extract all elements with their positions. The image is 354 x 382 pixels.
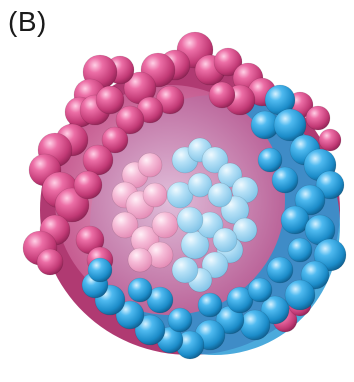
- light-blue-atom: [201, 146, 229, 174]
- blue-atom: [134, 314, 166, 346]
- blue-atom: [257, 147, 283, 173]
- light-blue-atom: [166, 181, 194, 209]
- blue-atom: [127, 277, 153, 303]
- light-blue-atom: [187, 172, 213, 198]
- pink-atom: [137, 152, 163, 178]
- magenta-atom: [213, 47, 243, 77]
- pink-atom: [142, 182, 168, 208]
- blue-atom: [266, 256, 294, 284]
- blue-atom: [239, 309, 271, 341]
- pink-atom: [151, 211, 179, 239]
- blue-atom: [146, 286, 174, 314]
- blue-atom: [271, 166, 299, 194]
- magenta-atom: [305, 105, 331, 131]
- blue-atom: [115, 300, 145, 330]
- magenta-atom: [36, 248, 64, 276]
- blue-atom: [247, 277, 273, 303]
- panel-label: (B): [8, 6, 47, 37]
- magenta-atom: [95, 85, 125, 115]
- light-blue-atom: [176, 206, 204, 234]
- light-blue-atom: [232, 217, 258, 243]
- central-aromatic-region: [111, 137, 259, 293]
- magenta-atom: [101, 126, 129, 154]
- magenta-atom: [115, 105, 145, 135]
- blue-atom: [294, 184, 326, 216]
- pink-atom: [111, 211, 139, 239]
- magenta-atom: [73, 170, 103, 200]
- magenta-atom: [82, 144, 114, 176]
- blue-atom: [260, 295, 290, 325]
- magenta-atom: [208, 81, 236, 109]
- magenta-atom-cluster: [22, 31, 342, 333]
- blue-atom: [197, 292, 223, 318]
- light-blue-atom: [212, 227, 238, 253]
- blue-atom: [284, 279, 316, 311]
- blue-atom: [287, 237, 313, 263]
- blue-atom: [315, 170, 345, 200]
- light-blue-atom: [201, 251, 229, 279]
- blue-atom: [300, 260, 330, 290]
- light-blue-atom: [171, 256, 199, 284]
- pink-atom: [127, 247, 153, 273]
- blue-atom-cluster: [81, 84, 347, 360]
- blue-atom: [273, 108, 307, 142]
- blue-atom: [87, 257, 113, 283]
- light-blue-atom: [207, 182, 233, 208]
- magenta-atom: [318, 128, 342, 152]
- blue-atom: [167, 307, 193, 333]
- blue-atom: [226, 286, 254, 314]
